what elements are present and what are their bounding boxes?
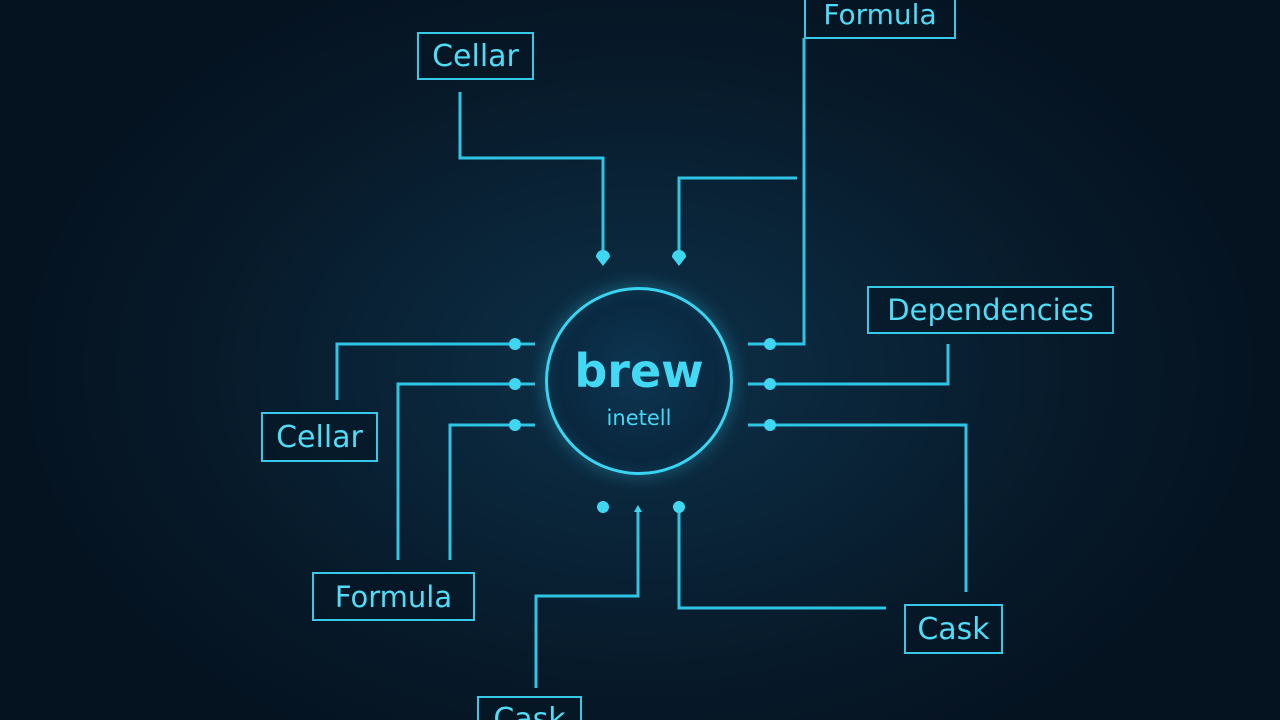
hub-title: brew: [574, 344, 704, 398]
pin-right-2: [764, 378, 776, 390]
pin-left-2: [509, 378, 521, 390]
node-cellar-left: Cellar: [261, 412, 378, 462]
pin-left-1: [509, 338, 521, 350]
connector-cask-right-outer: [748, 423, 968, 592]
node-cask-bottom: Cask: [477, 696, 582, 720]
connector-formula-bottom-outer: [396, 382, 535, 560]
pin-left-3: [509, 419, 521, 431]
connector-cask-right-inner: [677, 512, 886, 610]
pin-right-1: [764, 338, 776, 350]
node-cask-right: Cask: [904, 604, 1003, 654]
pin-right-3: [764, 419, 776, 431]
connector-cask-bottom: [534, 512, 640, 688]
pin-bottom-3: [673, 501, 685, 513]
node-formula-bottom: Formula: [312, 572, 475, 621]
connector-cellar-top: [458, 92, 605, 252]
pin-top-left: [596, 250, 610, 266]
pin-bottom-1: [597, 501, 609, 513]
node-dependencies: Dependencies: [867, 286, 1114, 334]
brew-hub: brew inetell: [545, 287, 733, 475]
node-formula-top: Formula: [804, 0, 956, 39]
connector-dependencies: [748, 344, 950, 386]
connector-formula-bottom-inner: [448, 423, 535, 560]
connector-formula-top-inner: [677, 176, 797, 252]
pin-top-right: [672, 250, 686, 266]
connector-cellar-left: [335, 342, 535, 400]
hub-subtitle: inetell: [606, 406, 672, 430]
connector-formula-top-outer: [748, 38, 806, 346]
pin-bottom-2: [634, 505, 642, 512]
node-cellar-top: Cellar: [417, 32, 534, 80]
